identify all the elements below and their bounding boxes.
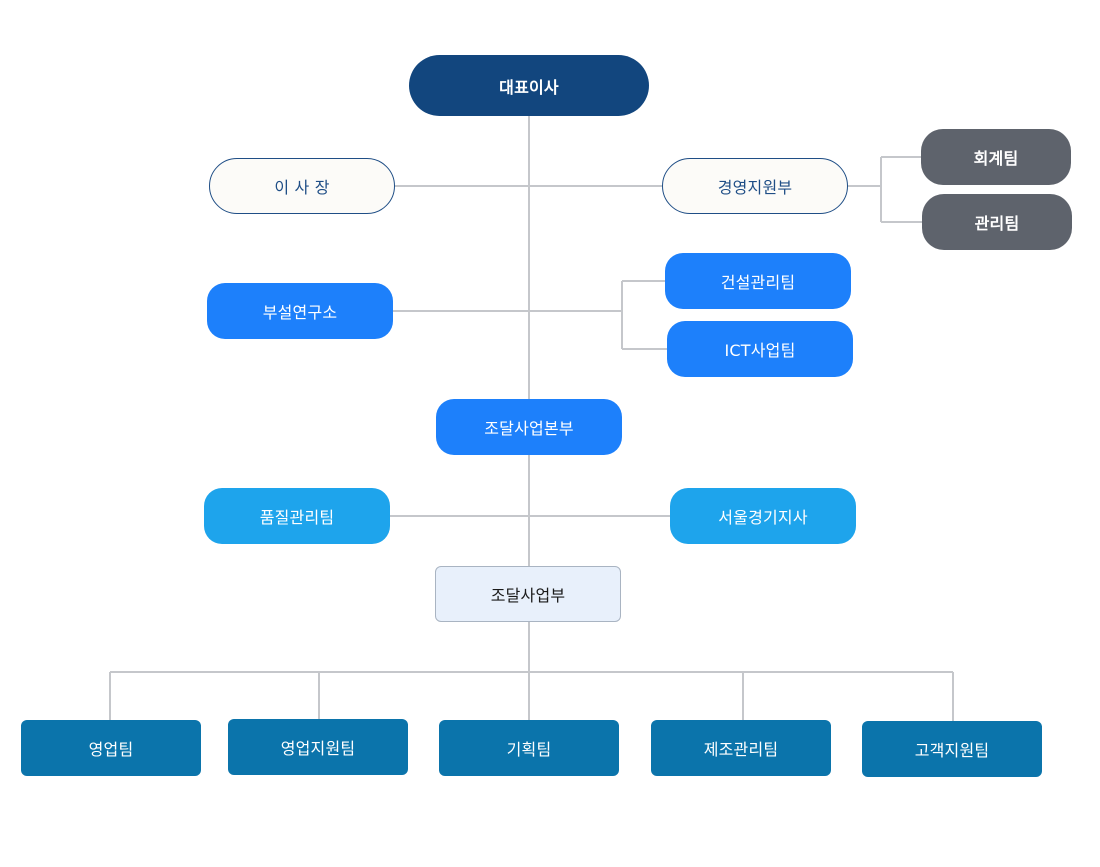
procurement-dept-node: 조달사업부	[435, 566, 621, 622]
ceo-node: 대표이사	[409, 55, 649, 116]
seoul-gyeonggi-branch-label: 서울경기지사	[718, 508, 808, 527]
team-label-sales: 영업팀	[88, 740, 134, 759]
team-node-customer-support: 고객지원팀	[862, 721, 1042, 777]
seoul-gyeonggi-branch-node: 서울경기지사	[670, 488, 856, 544]
team-label-customer-support: 고객지원팀	[914, 741, 990, 760]
admin-team-node: 관리팀	[922, 194, 1072, 250]
team-node-planning: 기획팀	[439, 720, 619, 776]
team-label-sales-support: 영업지원팀	[280, 739, 356, 758]
ict-business-team-node: ICT사업팀	[667, 321, 853, 377]
procurement-hq-node: 조달사업본부	[436, 399, 622, 455]
construction-mgmt-team-node: 건설관리팀	[665, 253, 851, 309]
admin-team-label: 관리팀	[974, 214, 1020, 233]
construction-mgmt-team-label: 건설관리팀	[720, 273, 796, 292]
chairman-node: 이 사 장	[209, 158, 395, 214]
chairman-label: 이 사 장	[274, 178, 330, 197]
procurement-hq-label: 조달사업본부	[484, 419, 574, 438]
quality-mgmt-team-node: 품질관리팀	[204, 488, 390, 544]
procurement-dept-label: 조달사업부	[490, 586, 566, 605]
team-node-manufacturing-mgmt: 제조관리팀	[651, 720, 831, 776]
accounting-team-node: 회계팀	[921, 129, 1071, 185]
team-label-planning: 기획팀	[506, 740, 552, 759]
team-label-manufacturing-mgmt: 제조관리팀	[703, 740, 779, 759]
management-support-node: 경영지원부	[662, 158, 848, 214]
team-node-sales-support: 영업지원팀	[228, 719, 408, 775]
research-lab-label: 부설연구소	[262, 303, 338, 322]
accounting-team-label: 회계팀	[973, 149, 1019, 168]
ceo-label: 대표이사	[499, 77, 559, 97]
team-node-sales: 영업팀	[21, 720, 201, 776]
research-lab-node: 부설연구소	[207, 283, 393, 339]
management-support-label: 경영지원부	[717, 178, 793, 197]
quality-mgmt-team-label: 품질관리팀	[259, 508, 335, 527]
ict-business-team-label: ICT사업팀	[724, 341, 796, 360]
